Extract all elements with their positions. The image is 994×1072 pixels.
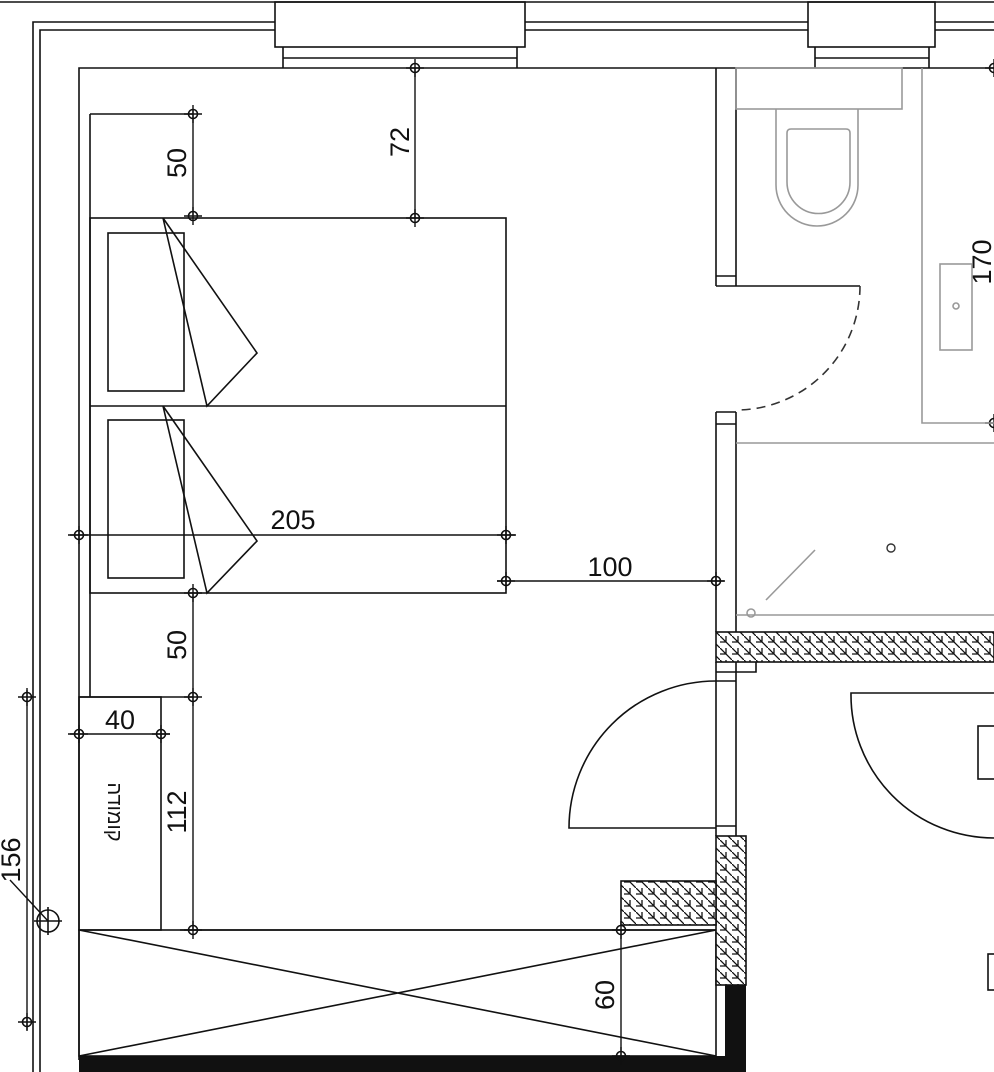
dim-dresser-depth: 40	[105, 705, 135, 735]
dim-headboard-gap: 50	[162, 148, 192, 178]
hatched-wall	[715, 631, 994, 663]
column	[725, 985, 746, 1072]
adjacent-room	[850, 692, 994, 991]
dim-bath: 170	[967, 239, 994, 284]
dim-dresser-length: 112	[162, 790, 192, 833]
dim-bed-length: 205	[270, 505, 315, 535]
shower	[736, 442, 994, 618]
dim-side-clearance: 100	[587, 552, 632, 582]
pillow	[107, 232, 185, 392]
dim-top-clearance: 72	[385, 127, 415, 157]
dim-left: 156	[0, 837, 26, 882]
bedroom-door	[568, 662, 757, 836]
duvet-fold	[162, 217, 259, 408]
hatched-wall	[620, 880, 717, 926]
bottom-wall	[79, 1056, 746, 1072]
dim-bed-to-dresser: 50	[162, 630, 192, 660]
pillow	[107, 419, 185, 579]
sink-cabinet	[921, 68, 994, 424]
dimension-lines	[9, 58, 994, 1066]
double-bed	[89, 113, 507, 697]
dresser-label: קומודה	[103, 782, 125, 841]
dim-wardrobe-depth: 60	[590, 980, 620, 1010]
bathroom-door-swing	[735, 285, 861, 411]
bedroom-wall	[78, 67, 994, 1060]
hatched-wall	[715, 835, 747, 986]
bathroom-partition	[715, 68, 861, 632]
toilet	[735, 67, 903, 227]
duvet-fold	[162, 405, 259, 595]
